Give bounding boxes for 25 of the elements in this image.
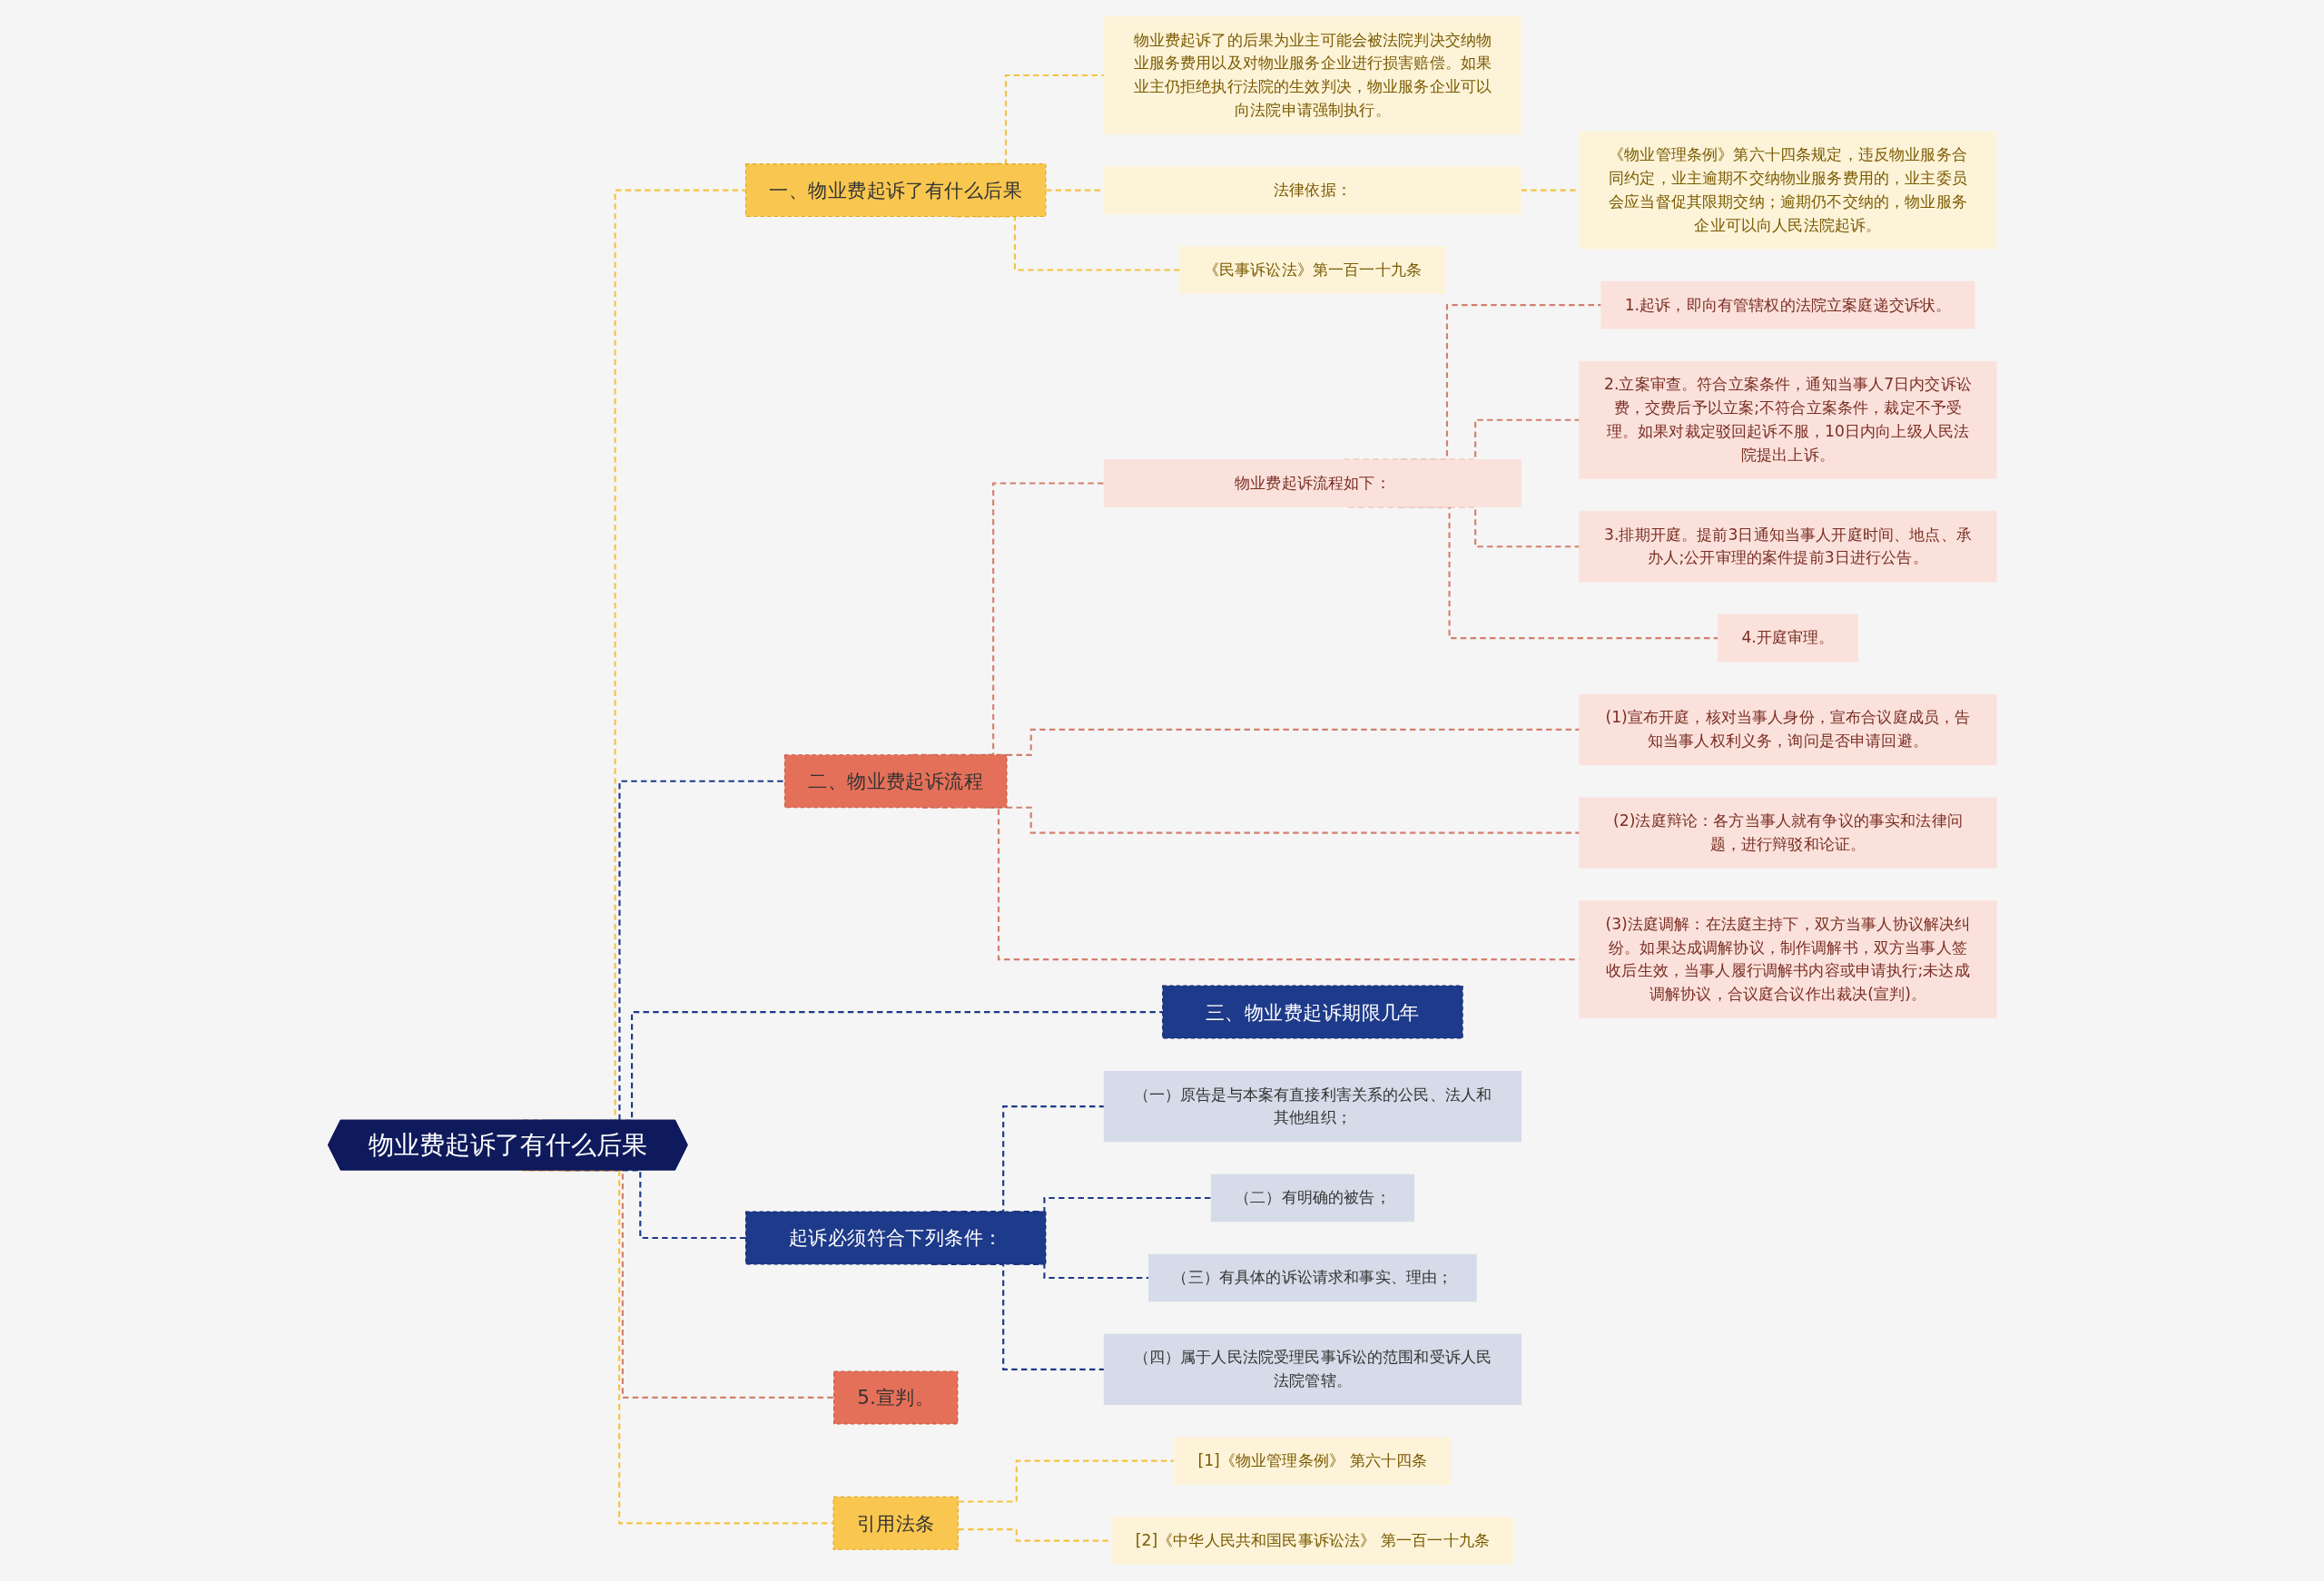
node-box: (2)法庭辩论：各方当事人就有争议的事实和法律问题，进行辩驳和论证。 <box>1579 797 1997 869</box>
node-box: 3.排期开庭。提前3日通知当事人开庭时间、地点、承办人;公开审理的案件提前3日进行公告。 <box>1579 511 1997 583</box>
node-box: （三）有具体的诉讼请求和事实、理由； <box>1147 1253 1477 1302</box>
node-box: 《民事诉讼法》第一百一十九条 <box>1179 246 1446 294</box>
node-box: 起诉必须符合下列条件： <box>744 1211 1047 1265</box>
node-box: 三、物业费起诉期限几年 <box>1161 985 1463 1039</box>
node-box: 法律依据： <box>1103 166 1521 214</box>
node-box: 1.起诉，即向有管辖权的法院立案庭递交诉状。 <box>1600 280 1975 329</box>
node-box: 物业费起诉流程如下： <box>1103 459 1521 507</box>
node-box: [1]《物业管理条例》 第六十四条 <box>1173 1437 1452 1485</box>
node-box: 4.开庭审理。 <box>1717 614 1858 663</box>
node-box: 5.宣判。 <box>832 1370 959 1425</box>
node-box: 一、物业费起诉了有什么后果 <box>744 163 1047 218</box>
node-box: 二、物业费起诉流程 <box>783 754 1008 809</box>
node-box: 2.立案审查。符合立案条件，通知当事人7日内交诉讼费，交费后予以立案;不符合立案条件，裁定不予受理。如果对裁定驳回起诉不服，10日内向上级人民法院提出上诉。 <box>1579 360 1997 479</box>
node-box: (3)法庭调解：在法庭主持下，双方当事人协议解决纠纷。如果达成调解协议，制作调解书，双方当事人签收后生效，当事人履行调解书内容或申请执行;未达成调解协议，合议庭合议作出裁决(宣判)。 <box>1579 900 1997 1019</box>
node-box: 引用法条 <box>832 1496 959 1550</box>
node-box: 物业费起诉了的后果为业主可能会被法院判决交纳物业服务费用以及对物业服务企业进行损害赔偿。如果业主仍拒绝执行法院的生效判决，物业服务企业可以向法院申请强制执行。 <box>1103 16 1521 134</box>
node-box: (1)宣布开庭，核对当事人身份，宣布合议庭成员，告知当事人权利义务，询问是否申请回避。 <box>1579 693 1997 766</box>
node-box: （一）原告是与本案有直接利害关系的公民、法人和其他组织； <box>1103 1071 1521 1143</box>
node-box: 《物业管理条例》第六十四条规定，违反物业服务合同约定，业主逾期不交纳物业服务费用的，业主委员会应当督促其限期交纳；逾期仍不交纳的，物业服务企业可以向人民法院起诉。 <box>1579 131 1997 250</box>
node-box: （二）有明确的被告； <box>1210 1173 1414 1223</box>
node-box: （四）属于人民法院受理民事诉讼的范围和受诉人民法院管辖。 <box>1103 1333 1521 1405</box>
connector <box>958 1459 1175 1503</box>
node-box: [2]《中华人民共和国民事诉讼法》 第一百一十九条 <box>1111 1517 1513 1565</box>
